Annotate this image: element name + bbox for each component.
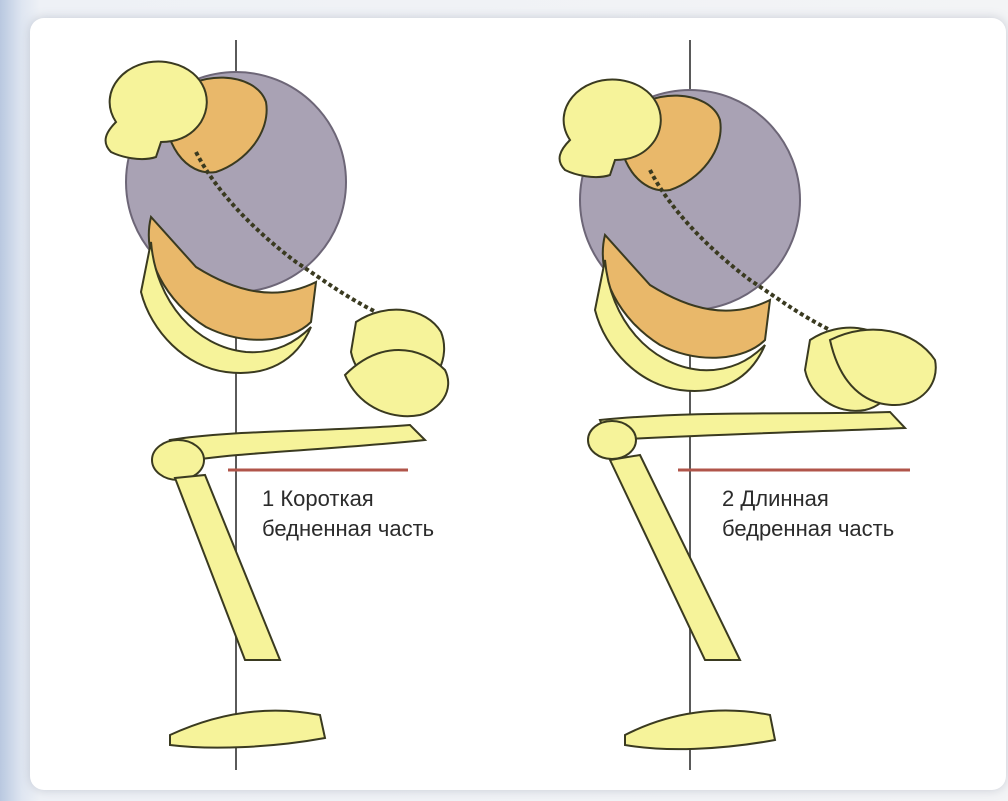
figure-1-caption-line2: бедненная часть (262, 514, 434, 544)
figure-2-caption: 2 Длинная бедренная часть (722, 484, 894, 544)
figure-2-caption-line1: 2 Длинная (722, 484, 894, 514)
figure-2-skeleton (560, 40, 936, 770)
figure-2-caption-line2: бедренная часть (722, 514, 894, 544)
figure-1-skeleton (106, 40, 449, 770)
figure-1-caption: 1 Короткая бедненная часть (262, 484, 434, 544)
figure-1-caption-line1: 1 Короткая (262, 484, 434, 514)
